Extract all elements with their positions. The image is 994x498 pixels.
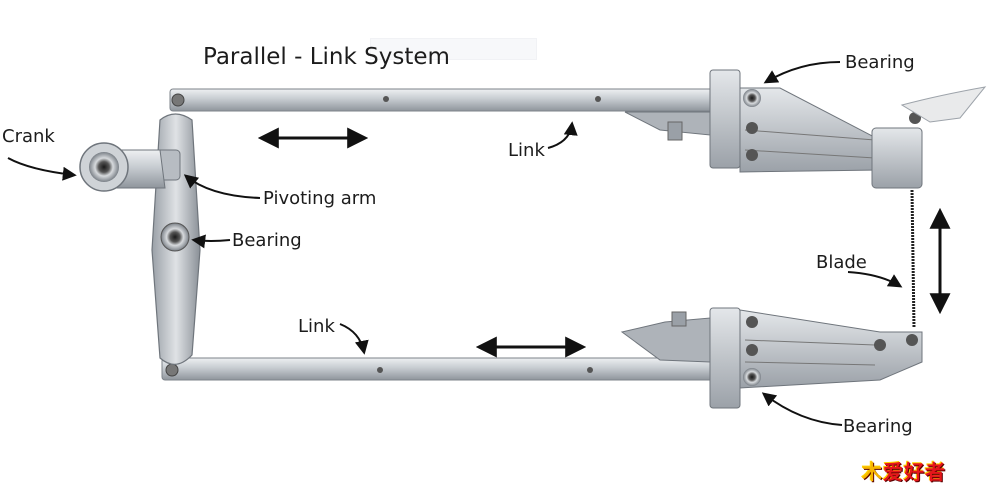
crank-bearing	[89, 152, 119, 182]
left-bearing-callout	[191, 234, 231, 249]
blade-callout	[847, 271, 903, 288]
logo-text: 爱好者	[883, 460, 946, 484]
pivoting-arm-callout	[183, 174, 261, 199]
top-right-bracket	[624, 69, 987, 189]
blade	[910, 189, 916, 329]
label-link-bottom: Link	[298, 316, 335, 337]
logo-mark: 木	[862, 460, 883, 484]
left-bearing	[160, 222, 190, 252]
label-bearing-top-right: Bearing	[845, 52, 915, 73]
top-right-bearing	[743, 89, 761, 107]
bottom-right-bracket	[620, 307, 923, 409]
bottom-right-bearing	[743, 368, 761, 386]
rivet	[595, 96, 601, 102]
label-pivoting-arm: Pivoting arm	[263, 188, 377, 209]
rivet	[587, 367, 593, 373]
label-bearing-bottom-right: Bearing	[843, 416, 913, 437]
top-link-callout	[547, 121, 578, 149]
bottom-link	[161, 357, 723, 381]
rivet	[377, 367, 383, 373]
label-link-top: Link	[508, 140, 545, 161]
top-link	[169, 88, 726, 112]
label-blade: Blade	[816, 252, 867, 273]
crank	[79, 142, 166, 192]
diagram-title: Parallel - Link System	[203, 44, 450, 70]
label-crank: Crank	[2, 126, 55, 147]
watermark-strip	[370, 38, 537, 60]
top-right-bearing-callout	[763, 61, 841, 84]
rivet	[383, 96, 389, 102]
site-logo: 木爱好者	[862, 456, 946, 485]
label-bearing-left: Bearing	[232, 230, 302, 251]
bottom-link-callout	[339, 323, 369, 355]
bottom-right-bearing-callout	[761, 392, 843, 426]
crank-callout	[7, 157, 77, 181]
